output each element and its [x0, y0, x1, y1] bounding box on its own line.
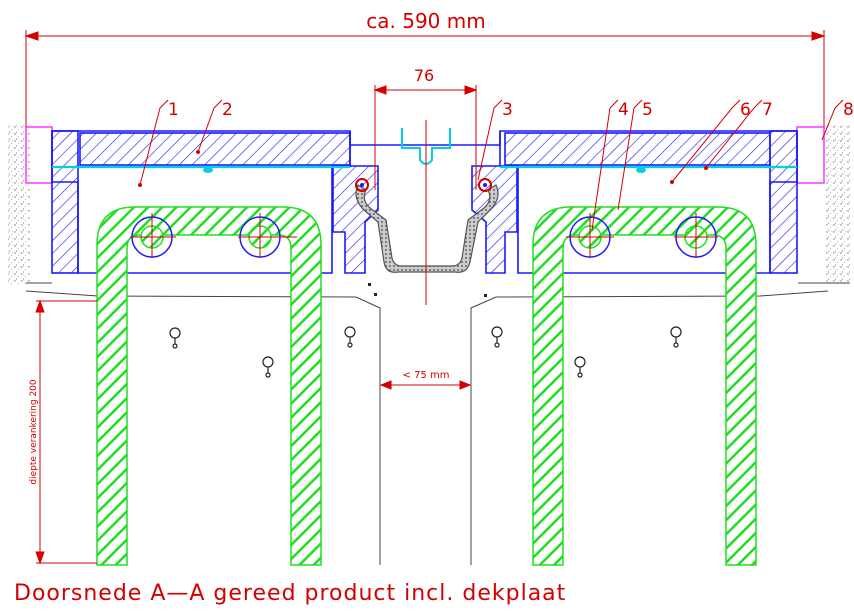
dimension-gap-label: < 75 mm: [403, 370, 450, 381]
callout-dots: [138, 150, 708, 187]
callout-6: 6: [740, 100, 751, 120]
right-edge-hatch: [769, 130, 798, 274]
dimension-depth-label: diepte verankering 200: [29, 379, 39, 485]
bolt-symbols: [169, 326, 682, 378]
right-cover-plate: [504, 132, 771, 166]
concrete-left: [8, 125, 30, 285]
dimension-top-gap: [373, 85, 478, 190]
seal-bead-left: [203, 167, 213, 173]
left-cover-plate: [79, 132, 351, 166]
callout-3: 3: [502, 100, 513, 120]
concrete-outline: [25, 282, 850, 565]
membrane-clamp-right: [478, 178, 492, 192]
seal-bead-right: [636, 167, 646, 173]
callout-7: 7: [762, 100, 773, 120]
callout-5: 5: [642, 100, 653, 120]
membrane-clamp-left: [355, 178, 369, 192]
callout-4: 4: [618, 100, 629, 120]
centre-lines: [130, 120, 718, 305]
left-inner-profile: [332, 165, 379, 274]
dimension-depth: [35, 299, 97, 565]
callout-8: 8: [843, 100, 854, 120]
dimension-top-gap-label: 76: [414, 66, 434, 85]
dimension-overall-label: ca. 590 mm: [366, 9, 485, 33]
left-edge-hatch: [51, 130, 79, 274]
small-markers: [368, 283, 487, 297]
concrete-right: [826, 125, 850, 285]
right-steel-body: [471, 130, 798, 274]
dimension-overall: [24, 30, 826, 127]
callout-2: 2: [222, 100, 233, 120]
dimension-gap: [379, 380, 472, 390]
anchor-end-right: [796, 126, 825, 184]
left-steel-body: [51, 130, 379, 274]
drawing-caption: Doorsnede A—A gereed product incl. dekpl…: [14, 581, 566, 606]
rebar-left: [96, 206, 322, 566]
callout-leaders: [139, 99, 844, 231]
callout-1: 1: [168, 100, 179, 120]
rebar-right: [532, 206, 757, 566]
center-cover: [349, 128, 501, 165]
